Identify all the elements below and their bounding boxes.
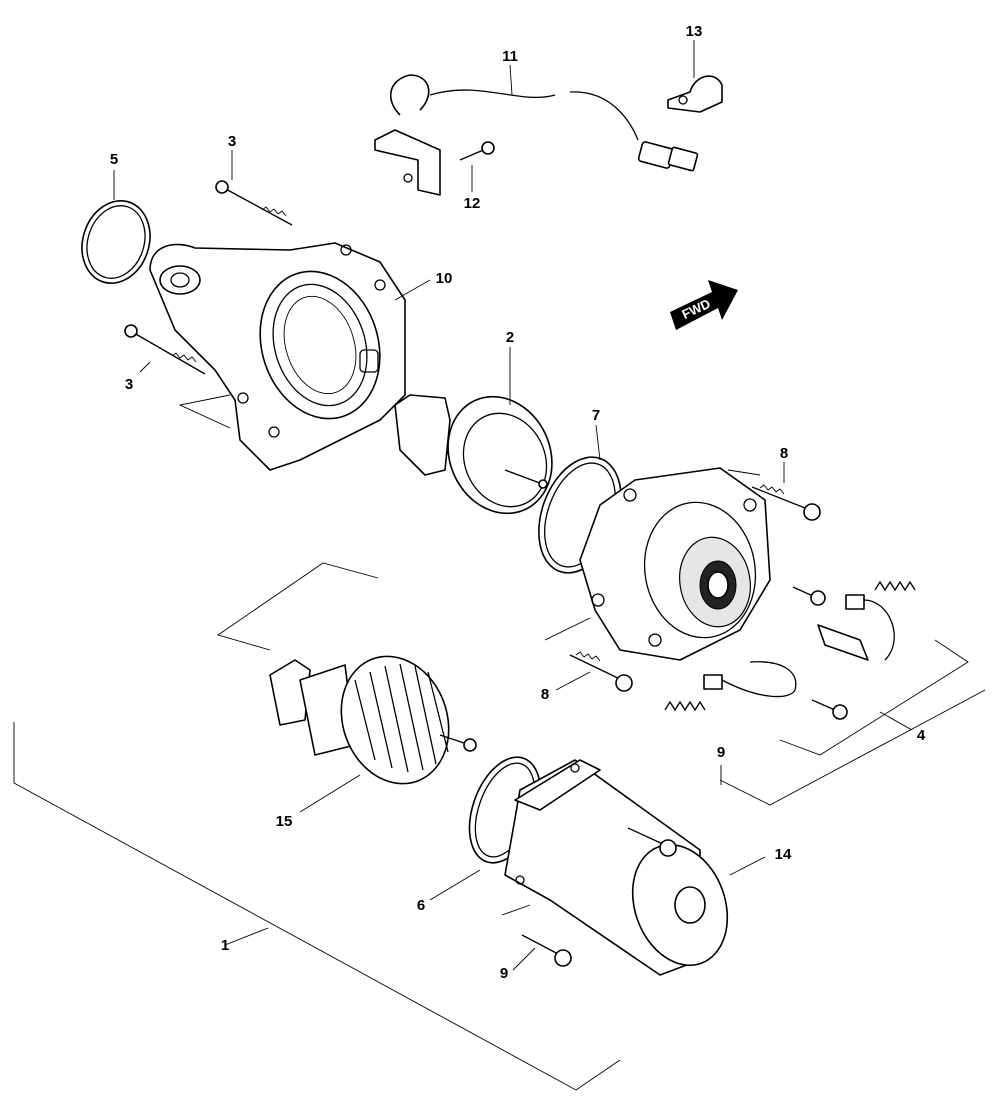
assembly-bracket-1 [13,722,621,1091]
brush-lower[interactable] [703,661,797,698]
brush-upper[interactable] [845,594,895,661]
bolt-3-upper[interactable] [215,180,293,226]
brush-spring-lower[interactable] [664,700,706,712]
brush-spring-upper[interactable] [874,580,916,592]
bolt-9-upper[interactable] [627,827,677,857]
callout-5: 5 [110,151,118,168]
callout-13: 13 [686,23,703,40]
front-housing-10[interactable] [149,242,406,471]
bolt-8-upper[interactable] [751,484,821,521]
callout-14: 14 [775,846,792,863]
callout-8-upper: 8 [780,445,788,462]
callout-3-upper: 3 [228,133,236,150]
clamp-13[interactable] [667,75,723,113]
leader-lines [113,40,913,971]
callout-4: 4 [917,727,926,744]
callout-8-lower: 8 [541,686,549,703]
callout-1: 1 [221,937,229,954]
callout-2: 2 [506,329,514,346]
callout-7: 7 [592,407,600,424]
drive-gear-2[interactable] [394,379,571,530]
callout-10: 10 [436,270,453,287]
armature-15[interactable] [269,641,477,799]
alignment-guides [178,394,986,916]
callout-11: 11 [502,48,518,65]
brush-screw-lower[interactable] [811,699,848,720]
callout-6: 6 [417,897,425,914]
wire-harness-11[interactable] [374,74,699,196]
o-ring-5[interactable] [72,192,161,292]
bolt-8-lower[interactable] [569,651,633,692]
yoke-14[interactable] [504,759,743,979]
bolt-9-lower[interactable] [521,934,572,967]
brush-holder-cover[interactable] [579,467,771,661]
fwd-direction-arrow: FWD [670,280,738,330]
callout-12: 12 [464,195,481,212]
brush-plate[interactable] [817,624,869,661]
screw-12[interactable] [459,141,495,161]
callout-9-upper: 9 [717,744,725,761]
callout-numbers: 1 2 3 3 4 5 6 7 8 8 9 9 10 11 12 13 14 1… [110,23,926,982]
brush-screw-upper[interactable] [792,586,826,606]
bolt-3-lower[interactable] [124,324,206,375]
callout-3-lower: 3 [125,376,133,393]
callout-9-lower: 9 [500,965,508,982]
callout-15: 15 [276,813,293,830]
